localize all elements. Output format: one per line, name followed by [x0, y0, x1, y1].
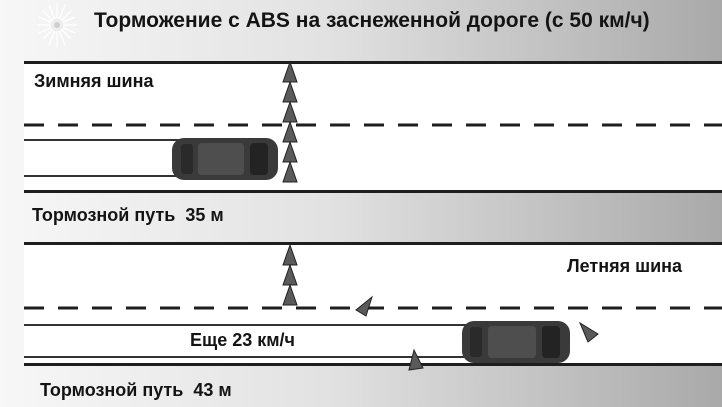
remaining-speed-label: Еще 23 км/ч [190, 330, 296, 350]
traffic-cone-icon [282, 100, 298, 123]
page-title: Торможение с ABS на заснеженной дороге (… [94, 9, 650, 32]
traffic-cone-icon [578, 321, 599, 343]
braking-distance-summer: Тормозной путь 43 м [40, 380, 232, 400]
braking-distance-winter: Тормозной путь 35 м [32, 205, 224, 225]
traffic-cone-icon [408, 348, 424, 371]
car-top-view-icon [172, 138, 278, 180]
traffic-cone-icon [282, 263, 298, 286]
cone-column-top [282, 60, 298, 183]
traffic-cone-icon [282, 160, 298, 183]
snowflake-icon [37, 3, 77, 47]
road-winter [24, 61, 722, 193]
traffic-cone-icon [282, 140, 298, 163]
traffic-cone-icon [282, 80, 298, 103]
traffic-cone-icon [355, 295, 373, 317]
summer-tire-label: Летняя шина [567, 256, 683, 276]
traffic-cone-icon [282, 60, 298, 83]
traffic-cone-icon [282, 283, 298, 306]
car-top-view-icon [462, 321, 570, 363]
winter-tire-label: Зимняя шина [34, 71, 154, 91]
traffic-cone-icon [282, 243, 298, 266]
cone-column-bottom [282, 243, 298, 306]
road-summer [24, 242, 722, 366]
traffic-cone-icon [282, 120, 298, 143]
